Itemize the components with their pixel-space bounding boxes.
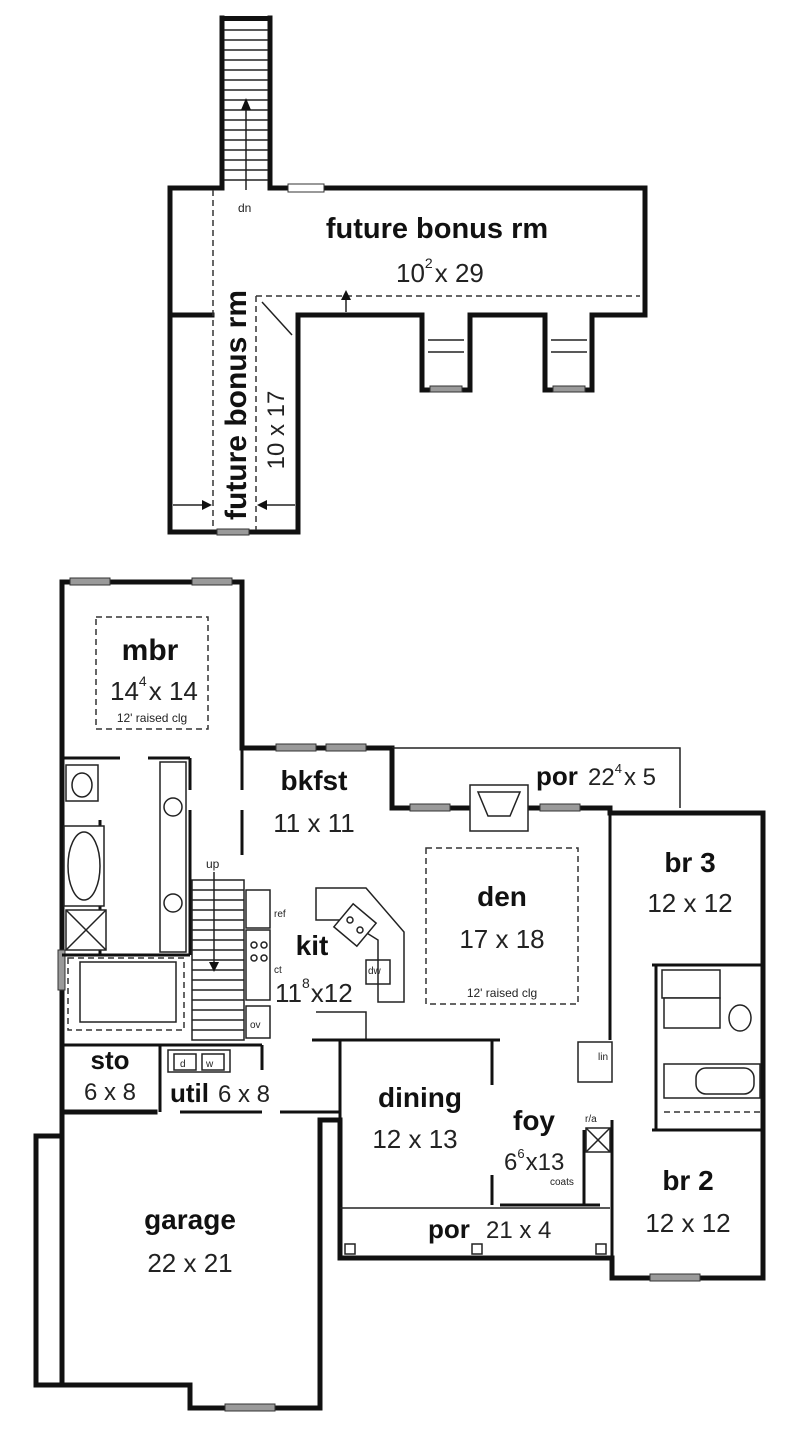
dining-name: dining — [378, 1082, 462, 1113]
util-dim: 6 x 8 — [218, 1081, 270, 1108]
arrow-left-icon — [257, 500, 267, 510]
bathtub-icon — [67, 831, 101, 901]
label-ct: ct — [274, 965, 282, 976]
porch-front-dim: 21 x 4 — [486, 1217, 551, 1244]
dim-main: 14 — [110, 676, 139, 706]
sto-dim: 6 x 8 — [84, 1079, 136, 1106]
dim-sup: 6 — [517, 1146, 524, 1161]
br3-name: br 3 — [664, 847, 715, 878]
dim-rest: x 29 — [435, 258, 484, 288]
label-d: d — [180, 1059, 186, 1070]
bkfst-dim: 11 x 11 — [273, 808, 354, 838]
porch-rear-name: por — [536, 761, 578, 791]
den-dim: 17 x 18 — [459, 924, 544, 954]
dim-main: 22 — [588, 764, 615, 791]
arrow-right-icon — [202, 500, 212, 510]
dim-main: 10 — [396, 258, 425, 288]
label-dw: dw — [368, 966, 382, 977]
dim-rest: x13 — [526, 1149, 565, 1176]
br2-name: br 2 — [662, 1165, 713, 1196]
label-ref: ref — [274, 909, 286, 920]
porch-front-name: por — [428, 1214, 470, 1244]
foy-name: foy — [513, 1105, 555, 1136]
label-ov: ov — [250, 1020, 261, 1031]
kit-dim: 118x12 — [275, 975, 353, 1008]
mbr-dim: 144x 14 — [110, 673, 198, 706]
stair-label-up: up — [206, 857, 220, 871]
label-w: w — [205, 1059, 214, 1070]
dim-rest: x 5 — [624, 764, 656, 791]
arrow-icon — [341, 290, 351, 300]
sto-name: sto — [91, 1045, 130, 1075]
dim-sup: 8 — [302, 975, 310, 991]
main-floor: up ref ct ov dw lin r/a coats — [33, 577, 766, 1412]
bonus-room-2-name: future bonus rm — [220, 290, 253, 520]
dim-sup: 4 — [139, 673, 147, 689]
foy-dim: 66x13 — [504, 1146, 564, 1176]
stair-label-dn: dn — [238, 201, 251, 215]
garage-dim: 22 x 21 — [147, 1248, 232, 1278]
mbr-name: mbr — [122, 634, 179, 667]
dim-sup: 4 — [615, 761, 622, 776]
upper-floor: dn future bonus rm 102x 29 future bonus … — [167, 15, 648, 536]
arrow-up-icon — [241, 98, 251, 110]
mbr-note: 12' raised clg — [117, 711, 187, 725]
arrow-down-icon — [209, 962, 219, 972]
dim-main: 11 — [275, 978, 302, 1008]
label-coats: coats — [550, 1177, 574, 1188]
bonus-room-1-name: future bonus rm — [326, 213, 548, 245]
main-stairs: up — [191, 857, 245, 1041]
br3-dim: 12 x 12 — [647, 888, 732, 918]
bonus-room-1-dim: 102x 29 — [396, 255, 484, 288]
sink-icon — [163, 797, 183, 817]
kit-name: kit — [296, 930, 329, 961]
sink-icon — [163, 893, 183, 913]
util-name: util — [170, 1078, 209, 1108]
label-lin: lin — [598, 1052, 608, 1063]
dim-main: 6 — [504, 1149, 517, 1176]
upper-stairs: dn — [219, 15, 273, 215]
garage-name: garage — [144, 1204, 236, 1235]
dim-rest: x 14 — [149, 676, 198, 706]
dining-dim: 12 x 13 — [372, 1124, 457, 1154]
porch-rear-dim: 224x 5 — [588, 761, 656, 791]
dim-rest: x12 — [311, 978, 353, 1008]
label-ra: r/a — [585, 1114, 597, 1125]
den-note: 12' raised clg — [467, 986, 537, 1000]
dim-sup: 2 — [425, 255, 433, 271]
toilet-icon — [728, 1004, 752, 1032]
bathtub-icon — [695, 1067, 755, 1095]
bkfst-name: bkfst — [281, 765, 348, 796]
br2-dim: 12 x 12 — [645, 1208, 730, 1238]
toilet-icon — [71, 772, 93, 798]
bonus-room-2-dim: 10 x 17 — [263, 391, 290, 470]
den-name: den — [477, 881, 527, 912]
